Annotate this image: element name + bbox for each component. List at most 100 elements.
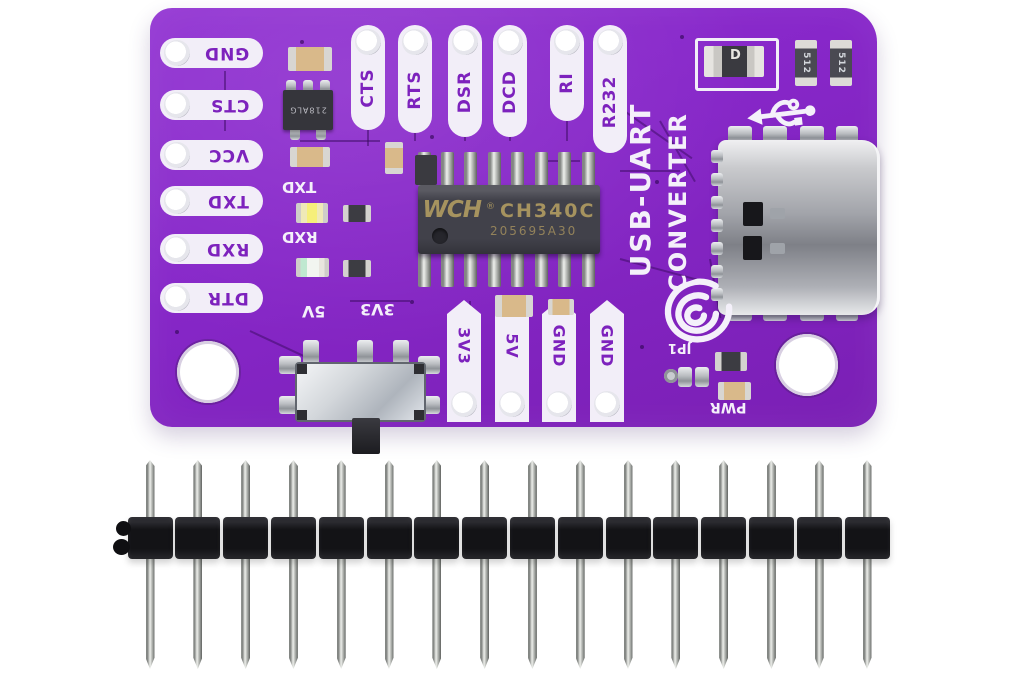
chip-pin-bottom xyxy=(511,253,525,287)
capacitor xyxy=(548,299,574,315)
switch-pin xyxy=(303,340,319,364)
chip-pin-bottom xyxy=(440,253,454,287)
pin-pad-bottom-3v3-0: 3V3 xyxy=(447,300,481,422)
pin-pad-top-dcd: DCD xyxy=(493,25,527,137)
pwr-led xyxy=(718,382,751,400)
chip-pin-top xyxy=(440,152,454,186)
usb-c-connector xyxy=(711,140,880,315)
pin-hole xyxy=(594,391,620,417)
resistor-512-b: 512 xyxy=(830,40,852,86)
switch-corner xyxy=(297,410,307,420)
header-plastic-segment xyxy=(270,517,316,559)
mounting-hole-left xyxy=(177,341,239,403)
capacitor xyxy=(288,47,332,71)
header-pin-top xyxy=(288,460,298,520)
switch-corner xyxy=(414,364,424,374)
chip-pin-top xyxy=(581,152,595,186)
usbc-crimp xyxy=(711,173,723,186)
voltage-slide-switch xyxy=(295,362,426,422)
pin-hole xyxy=(597,29,623,55)
usbc-crimp xyxy=(711,288,723,301)
jumper-pad xyxy=(678,367,692,387)
header-broken-end xyxy=(113,539,130,555)
chip-pin1-dot xyxy=(432,228,448,244)
pwr-resistor xyxy=(715,352,747,371)
pin-pad-left-dtr: DTR xyxy=(160,283,263,313)
header-pin-top xyxy=(432,460,442,520)
chip-lot-code: 205695A30 xyxy=(490,224,578,238)
header-plastic-segment xyxy=(127,517,173,559)
chip-pin-bottom xyxy=(558,253,572,287)
chip-pin-top xyxy=(534,152,548,186)
pin-hole xyxy=(452,29,478,55)
jumper-pad xyxy=(695,367,709,387)
header-plastic-segment xyxy=(701,517,747,559)
registered-mark: ® xyxy=(486,202,496,212)
usbc-crimp xyxy=(711,242,723,255)
header-pin-top xyxy=(575,460,585,520)
usbc-inner-pad xyxy=(770,243,785,254)
trace xyxy=(620,170,680,172)
header-pin-bottom xyxy=(480,557,490,669)
header-pin-bottom xyxy=(288,557,298,669)
capacitor xyxy=(385,142,403,174)
header-pin-top xyxy=(862,460,872,520)
switch-pin xyxy=(357,340,373,364)
mounting-hole-right xyxy=(776,334,838,396)
header-plastic-segment xyxy=(605,517,651,559)
pin-pad-top-rts: RTS xyxy=(398,25,432,133)
pin-hole xyxy=(402,29,428,55)
diode-silkscreen-box: D xyxy=(695,38,779,91)
diode-marking: D xyxy=(730,48,741,63)
pin-pad-top-dsr: DSR xyxy=(448,25,482,137)
jumper-round-pad xyxy=(664,369,678,383)
pin-pad-left-gnd: GND xyxy=(160,38,263,68)
header-pin-bottom xyxy=(241,557,251,669)
chip-marking-line1: WCH ® CH340C xyxy=(418,197,600,223)
header-plastic-segment xyxy=(653,517,699,559)
header-pin-bottom xyxy=(671,557,681,669)
header-plastic-segment xyxy=(318,517,364,559)
chip-pin-bottom xyxy=(417,253,431,287)
header-broken-end xyxy=(116,521,131,536)
chip-pin-bottom xyxy=(487,253,501,287)
capacitor xyxy=(495,295,533,317)
via xyxy=(640,345,644,349)
header-pin-bottom xyxy=(719,557,729,669)
via xyxy=(300,40,304,44)
capacitor xyxy=(290,147,330,167)
via xyxy=(175,330,179,334)
switch-corner xyxy=(414,410,424,420)
pin-hole xyxy=(546,391,572,417)
chip-pin-top xyxy=(558,152,572,186)
header-pin-top xyxy=(480,460,490,520)
header-pin-top xyxy=(384,460,394,520)
usbc-inner-contact xyxy=(743,236,762,260)
header-pin-top xyxy=(623,460,633,520)
pin-hole xyxy=(164,142,190,168)
header-pin-bottom xyxy=(814,557,824,669)
header-plastic-segment xyxy=(462,517,508,559)
usbc-crimp xyxy=(711,219,723,232)
header-plastic-segment xyxy=(366,517,412,559)
via xyxy=(430,135,434,139)
rxd-resistor xyxy=(343,260,371,277)
pin-pad-bottom-gnd-2: GND xyxy=(542,300,576,422)
header-pin-top xyxy=(527,460,537,520)
pin-pad-left-cts: CTS xyxy=(160,90,263,120)
via xyxy=(680,35,684,39)
pin-hole xyxy=(497,29,523,55)
via xyxy=(655,180,659,184)
usbc-crimp xyxy=(711,196,723,209)
pin-hole xyxy=(451,391,477,417)
usbc-inner-contact xyxy=(743,202,763,226)
diode-component xyxy=(704,46,764,77)
rxd-led xyxy=(296,258,329,277)
chip-pin-top xyxy=(487,152,501,186)
regulator-pin xyxy=(290,127,300,140)
txd-resistor xyxy=(343,205,371,222)
usbc-crimp xyxy=(711,265,723,278)
header-pin-top xyxy=(719,460,729,520)
